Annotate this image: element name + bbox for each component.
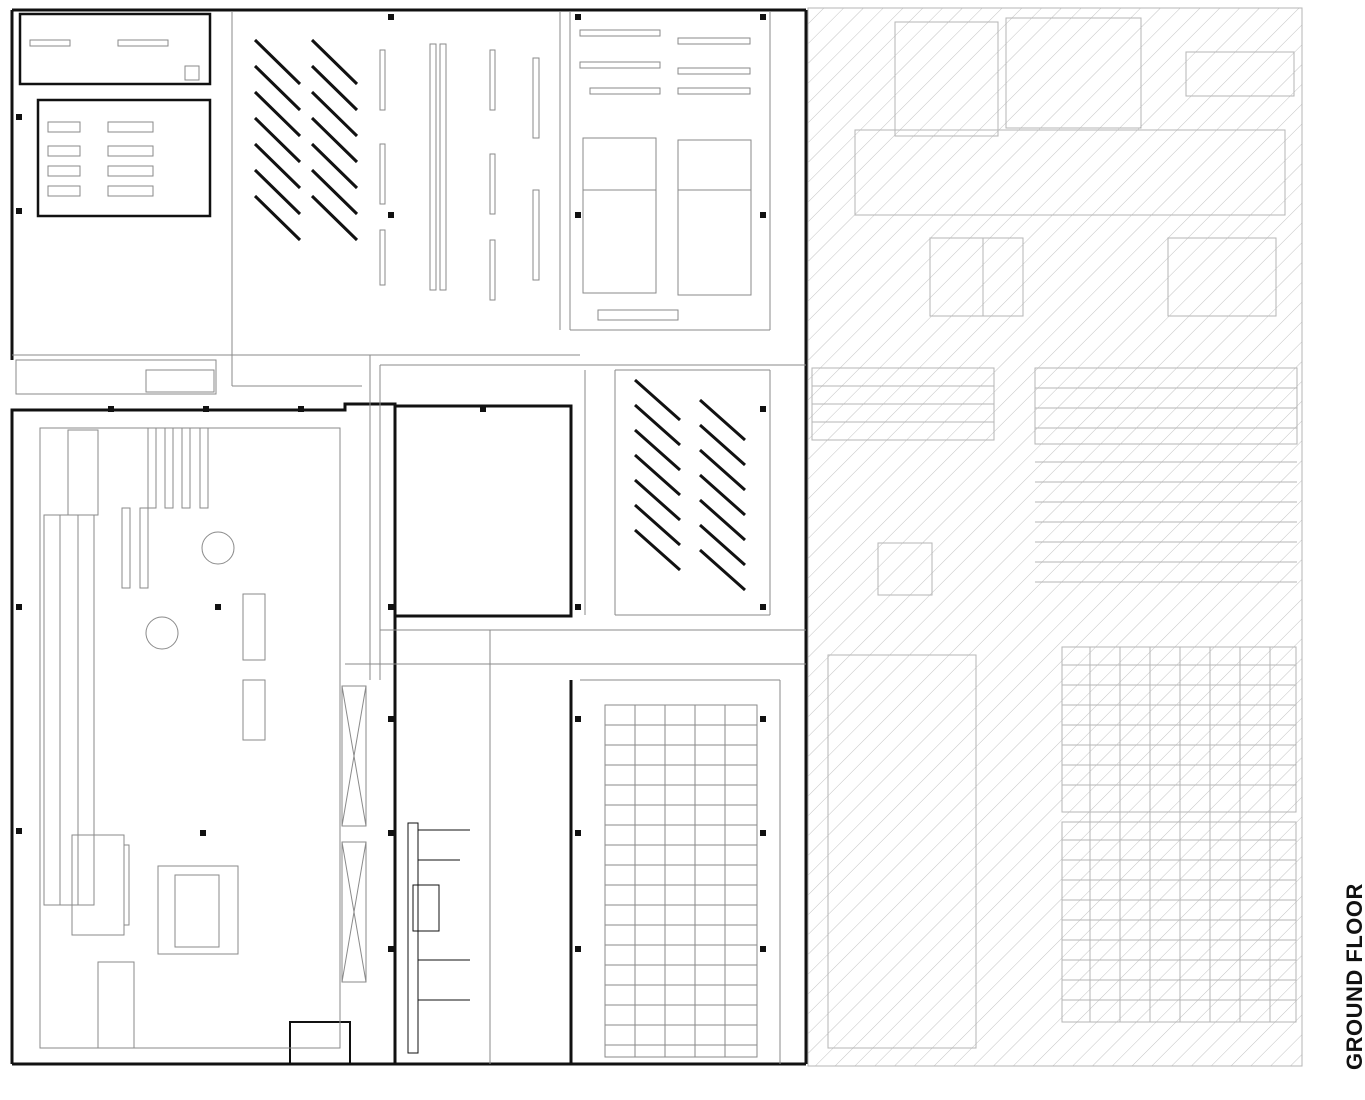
shelving-grid: [604, 704, 758, 1058]
assembly-line: [407, 822, 470, 1054]
diagonal-racking-center: [634, 378, 746, 592]
interior-lines: [12, 12, 806, 1064]
production-equipment: [43, 427, 367, 1049]
floor-label: GROUND FLOOR: [1342, 883, 1365, 1070]
hatched-storage-grid: [812, 385, 1297, 1022]
equipment-blocks: [379, 29, 752, 321]
office-block: [29, 39, 200, 197]
diagonal-racking-north: [253, 38, 359, 242]
building-walls: [10, 8, 808, 1066]
structural-columns: [16, 14, 766, 952]
hatched-existing-area: [807, 7, 1303, 1067]
